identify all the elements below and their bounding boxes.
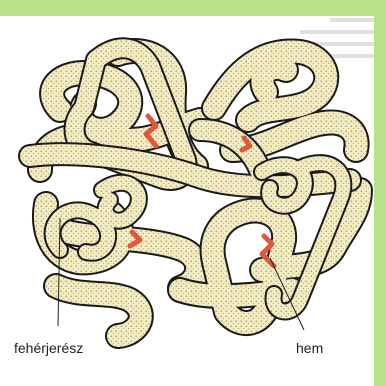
label-heme: hem (296, 340, 323, 356)
label-protein: fehérjerész (14, 340, 83, 356)
